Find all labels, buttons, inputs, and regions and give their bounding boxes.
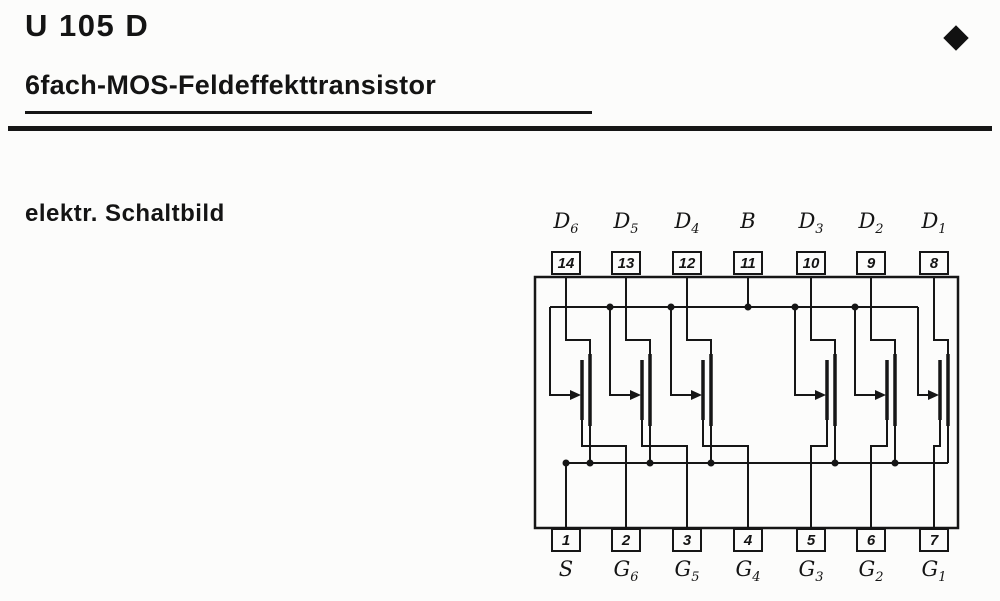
drain-lead: [933, 276, 949, 354]
pin-number-box: 7: [919, 528, 949, 552]
pin-label: D6: [553, 209, 579, 238]
pin-number-box: 13: [611, 251, 641, 275]
drain-lead: [625, 276, 651, 354]
pin-label: G4: [735, 557, 761, 586]
gate-lead: [641, 420, 688, 528]
bulk-arrow-icon: [691, 390, 702, 400]
pin-bottom-5: 5 G3: [789, 528, 833, 586]
bulk-lead: [549, 307, 577, 396]
pin-label: G3: [798, 557, 824, 586]
pin-number-box: 1: [551, 528, 581, 552]
gate-lead: [581, 420, 627, 528]
bulk-arrow-icon: [815, 390, 826, 400]
bulk-arrow-icon: [875, 390, 886, 400]
drain-lead: [870, 276, 896, 354]
pin-top-14: D6 14: [544, 208, 588, 275]
page-subtitle: 6fach-MOS-Feldeffekttransistor: [25, 70, 437, 100]
gate-lead: [702, 420, 749, 528]
pin-label: G6: [613, 557, 639, 586]
pin-top-9: D2 9: [849, 208, 893, 275]
pin-bottom-1: 1 S: [544, 528, 588, 582]
pin-top-12: D4 12: [665, 208, 709, 275]
pin-number-box: 6: [856, 528, 886, 552]
bulk-lead: [854, 307, 882, 396]
pin-bottom-7: 7 G1: [912, 528, 956, 586]
drain-lead: [810, 276, 836, 354]
pin-label: D4: [674, 209, 700, 238]
pin-label: D5: [613, 209, 639, 238]
drain-lead: [686, 276, 712, 354]
pin-top-10: D3 10: [789, 208, 833, 275]
gate-lead: [810, 420, 828, 528]
pin-label: D3: [798, 209, 824, 238]
pin-label: G1: [921, 557, 947, 586]
pin-label: S: [558, 557, 574, 581]
transistor-symbol-4: [794, 276, 837, 528]
pin-label: G5: [674, 557, 700, 586]
pin-bottom-6: 6 G2: [849, 528, 893, 586]
pin-label: D2: [858, 209, 884, 238]
bulk-arrow-icon: [630, 390, 641, 400]
pin-number-box: 11: [733, 251, 763, 275]
pin-number-box: 2: [611, 528, 641, 552]
transistor-symbol-6: [917, 276, 950, 528]
pin-number-box: 14: [551, 251, 581, 275]
pin-top-8: D1 8: [912, 208, 956, 275]
pin-bottom-3: 3 G5: [665, 528, 709, 586]
pin-top-11: B 11: [726, 208, 770, 275]
bulk-lead: [670, 307, 698, 396]
pin-number-box: 12: [672, 251, 702, 275]
pin-label: B: [740, 209, 756, 233]
gate-lead: [933, 420, 941, 528]
bulk-lead: [794, 307, 822, 396]
bulk-lead: [609, 307, 637, 396]
header-rule: [8, 126, 992, 131]
bulk-arrow-icon: [570, 390, 581, 400]
subtitle-rule: [25, 111, 592, 114]
pin-label: D1: [921, 209, 947, 238]
pin-top-13: D5 13: [604, 208, 648, 275]
junction-dots: [562, 303, 899, 467]
pin-number-box: 8: [919, 251, 949, 275]
pin-number-box: 4: [733, 528, 763, 552]
gate-lead: [870, 420, 888, 528]
pin-label: G2: [858, 557, 884, 586]
transistor-symbol-3: [670, 276, 749, 528]
bulk-arrow-icon: [928, 390, 939, 400]
transistor-symbol-2: [609, 276, 688, 528]
pin-number-box: 9: [856, 251, 886, 275]
pin-number-box: 5: [796, 528, 826, 552]
transistor-symbol-5: [854, 276, 897, 528]
pin-number-box: 3: [672, 528, 702, 552]
page-title: U 105 D: [25, 8, 150, 43]
pin-number-box: 10: [796, 251, 826, 275]
drain-lead: [565, 276, 591, 354]
transistor-symbol-1: [549, 276, 627, 528]
bulk-lead: [917, 307, 935, 396]
pin-bottom-2: 2 G6: [604, 528, 648, 586]
section-label: elektr. Schaltbild: [25, 200, 225, 227]
pin-bottom-4: 4 G4: [726, 528, 770, 586]
